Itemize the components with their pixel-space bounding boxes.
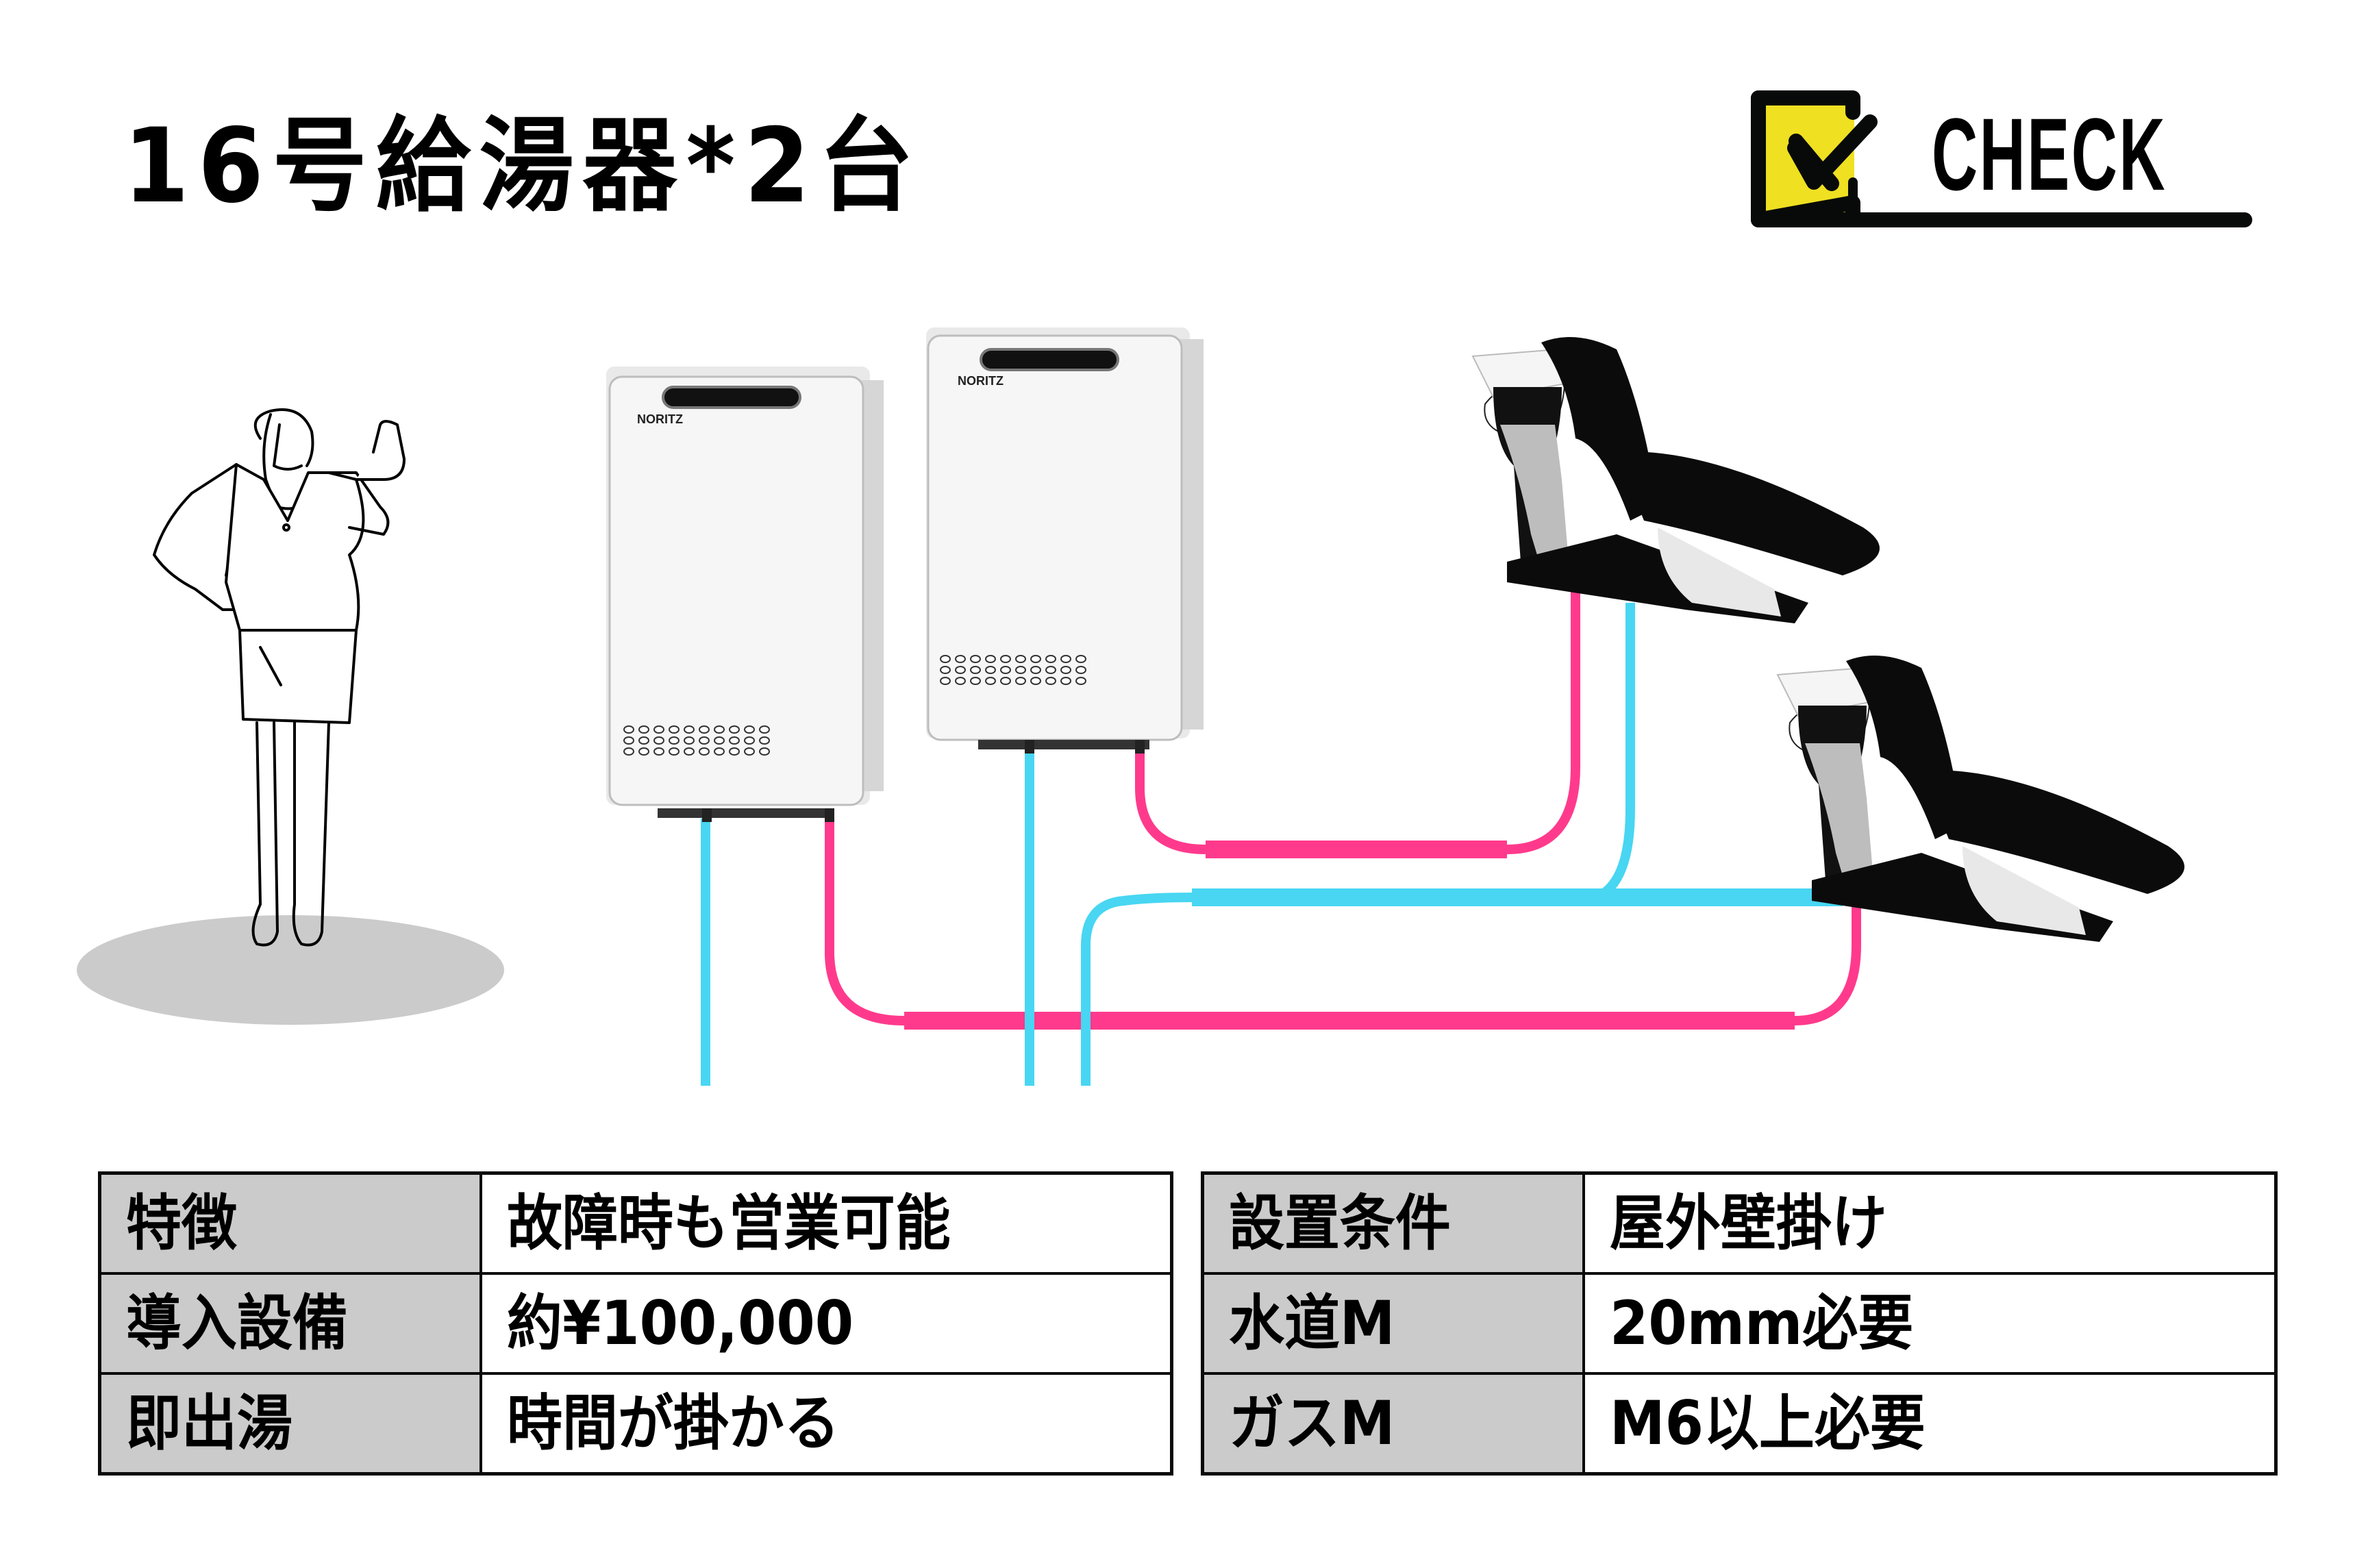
- vent-hole: [699, 736, 710, 745]
- vent-hole: [940, 655, 951, 663]
- vent-hole: [1075, 655, 1086, 663]
- vent-hole: [1015, 666, 1026, 674]
- vent-hole: [1030, 666, 1041, 674]
- row-label: 導入設備: [98, 1272, 482, 1375]
- vent-hole: [699, 747, 710, 756]
- brand-logo: NORITZ: [958, 374, 1004, 388]
- table-row: ガスM M6以上必要: [1201, 1372, 2278, 1476]
- piping-diagram: NORITZ NORITZ: [77, 327, 2184, 1086]
- hot-water-pipes: [825, 582, 1861, 1030]
- vent-hole: [623, 736, 634, 745]
- vent-hole: [1045, 655, 1056, 663]
- vent-hole: [1060, 677, 1071, 685]
- vent-hole: [669, 736, 680, 745]
- vent-hole: [1045, 666, 1056, 674]
- row-label: 水道M: [1201, 1272, 1585, 1375]
- vent-hole: [714, 747, 725, 756]
- vent-hole: [1000, 655, 1011, 663]
- vent-hole: [729, 725, 740, 734]
- vent-hole: [638, 736, 649, 745]
- vent-hole: [669, 725, 680, 734]
- vent-hole: [714, 736, 725, 745]
- vent-hole: [653, 747, 664, 756]
- vent-hole: [623, 747, 634, 756]
- vent-hole: [653, 725, 664, 734]
- vent-hole: [970, 666, 981, 674]
- vent-hole: [1075, 677, 1086, 685]
- brand-logo: NORITZ: [637, 412, 683, 426]
- vent-hole: [744, 725, 755, 734]
- vent-hole: [1030, 655, 1041, 663]
- row-value: 屋外壁掛け: [1582, 1171, 2278, 1275]
- water-supply-pipes: [701, 603, 1843, 1086]
- vent-hole: [699, 725, 710, 734]
- vent-hole: [985, 677, 996, 685]
- vent-hole: [759, 736, 770, 745]
- table-row: 導入設備 約¥100,000: [98, 1272, 1173, 1375]
- vent-hole: [1060, 655, 1071, 663]
- vent-hole: [955, 677, 966, 685]
- vent-hole: [759, 747, 770, 756]
- vent-hole: [940, 677, 951, 685]
- vent-hole: [623, 725, 634, 734]
- vent-hole: [638, 747, 649, 756]
- row-value: 時間が掛かる: [479, 1372, 1173, 1476]
- check-label: CHECK: [1932, 97, 2167, 212]
- vent-hole: [985, 666, 996, 674]
- vent-hole: [1000, 666, 1011, 674]
- vent-hole: [970, 655, 981, 663]
- table-row: 特徴 故障時も営業可能: [98, 1171, 1173, 1275]
- vent-hole: [1060, 666, 1071, 674]
- vent-hole: [744, 736, 755, 745]
- checkbox-checked-icon: [1751, 90, 1878, 227]
- vent-holes: [940, 655, 1086, 685]
- vent-hole: [1015, 655, 1026, 663]
- shampoo-chair-2: [1776, 656, 2184, 942]
- vent-hole: [684, 736, 695, 745]
- vent-hole: [1075, 666, 1086, 674]
- vent-hole: [729, 736, 740, 745]
- vent-hole: [955, 655, 966, 663]
- vent-hole: [653, 736, 664, 745]
- vent-hole: [759, 725, 770, 734]
- row-value: 20mm必要: [1582, 1272, 2278, 1375]
- vent-hole: [744, 747, 755, 756]
- vent-holes: [623, 725, 770, 756]
- table-row: 水道M 20mm必要: [1201, 1272, 2278, 1375]
- table-row: 即出湯 時間が掛かる: [98, 1372, 1173, 1476]
- vent-hole: [940, 666, 951, 674]
- page-title: 16号給湯器*2台: [123, 107, 923, 226]
- water-pipe-chairs: [1081, 893, 1843, 1086]
- check-badge: [1751, 90, 2252, 227]
- floor-shadow: [77, 915, 504, 1025]
- vent-hole: [669, 747, 680, 756]
- presenter-illustration: [153, 408, 406, 947]
- vent-hole: [970, 677, 981, 685]
- vent-hole: [714, 725, 725, 734]
- vent-hole: [729, 747, 740, 756]
- vent-hole: [1000, 677, 1011, 685]
- row-label: 設置条件: [1201, 1171, 1585, 1275]
- vent-hole: [955, 666, 966, 674]
- vent-hole: [1015, 677, 1026, 685]
- table-row: 設置条件 屋外壁掛け: [1201, 1171, 2278, 1275]
- vent-hole: [985, 655, 996, 663]
- vent-hole: [1045, 677, 1056, 685]
- row-value: 約¥100,000: [479, 1272, 1173, 1375]
- vent-hole: [684, 747, 695, 756]
- row-value: 故障時も営業可能: [479, 1171, 1173, 1275]
- water-heater-1: NORITZ: [606, 366, 884, 822]
- water-heater-2: NORITZ: [926, 327, 1204, 754]
- row-label: ガスM: [1201, 1372, 1585, 1476]
- shampoo-chair-1: [1471, 337, 1880, 623]
- vent-hole: [684, 725, 695, 734]
- row-label: 特徴: [98, 1171, 482, 1275]
- spec-table-right: 設置条件 屋外壁掛け 水道M 20mm必要 ガスM M6以上必要: [1201, 1171, 2278, 1476]
- vent-hole: [638, 725, 649, 734]
- vent-hole: [1030, 677, 1041, 685]
- hot-pipe-heater2: [1135, 582, 1580, 854]
- row-label: 即出湯: [98, 1372, 482, 1476]
- spec-table-left: 特徴 故障時も営業可能 導入設備 約¥100,000 即出湯 時間が掛かる: [98, 1171, 1173, 1476]
- row-value: M6以上必要: [1582, 1372, 2278, 1476]
